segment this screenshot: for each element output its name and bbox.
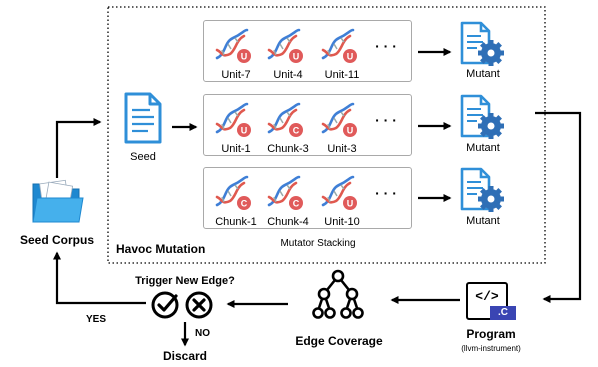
badge-icon [289, 196, 303, 210]
check-circle-icon [151, 291, 179, 319]
seed-document-icon [124, 92, 162, 144]
mutant-gear-document-icon [460, 167, 506, 214]
havoc-mutation-box [107, 6, 546, 264]
svg-text:U: U [347, 199, 354, 209]
mutator-unit: U Unit-7 [212, 26, 260, 81]
ellipsis: · · · [375, 38, 397, 54]
unit-label: Chunk-1 [215, 216, 257, 228]
folder-icon [32, 179, 84, 223]
cross-circle-icon [185, 291, 213, 319]
badge-icon [237, 196, 251, 210]
mutator-unit: U Unit-11 [318, 26, 366, 81]
mutator-unit: U Unit-3 [318, 100, 366, 155]
mutator-unit: C Chunk-1 [212, 173, 260, 228]
badge-icon [343, 123, 357, 137]
corpus-to-seed-arrow [55, 118, 102, 178]
unit-label: Chunk-3 [267, 143, 309, 155]
unit-label: Chunk-4 [267, 216, 309, 228]
seed-corpus-label: Seed Corpus [19, 233, 94, 247]
dna-icon: U [215, 28, 251, 63]
yes-to-corpus-arrow [53, 251, 146, 305]
mutant-gear-document-icon [460, 21, 506, 68]
badge-icon [289, 123, 303, 137]
dna-icon: U [267, 28, 303, 63]
havoc-mutation-label: Havoc Mutation [116, 242, 206, 256]
discard-label: Discard [162, 349, 208, 363]
unit-label: Unit-7 [221, 69, 251, 81]
dna-icon: U [321, 102, 357, 137]
unit-label: Unit-1 [221, 143, 251, 155]
unit-label: Unit-4 [273, 69, 303, 81]
mutation-row [203, 94, 412, 156]
dna-icon: C [267, 175, 303, 210]
svg-text:U: U [241, 126, 248, 136]
program-label: Program [466, 327, 516, 341]
dna-icon: C [215, 175, 251, 210]
mutator-unit: C Chunk-4 [264, 173, 312, 228]
svg-text:C: C [293, 199, 300, 209]
badge-icon [237, 49, 251, 63]
file-ext-badge: .C [490, 306, 516, 320]
mutator-unit: U Unit-4 [264, 26, 312, 81]
badge-icon [343, 196, 357, 210]
program-sublabel: (llvm-instrument) [461, 344, 521, 353]
dna-icon: U [321, 28, 357, 63]
svg-text:C: C [293, 126, 300, 136]
unit-label: Unit-10 [324, 216, 360, 228]
mutator-unit: U Unit-10 [318, 173, 366, 228]
mutation-row [203, 20, 412, 82]
mutator-stacking-label: Mutator Stacking [280, 238, 356, 249]
dna-icon: U [215, 102, 251, 137]
mutant-label: Mutant [466, 215, 500, 227]
mutator-unit: U Unit-1 [212, 100, 260, 155]
svg-text:U: U [241, 52, 248, 62]
no-label: NO [195, 328, 210, 339]
mutator-unit: C Chunk-3 [264, 100, 312, 155]
unit-label: Unit-3 [327, 143, 357, 155]
dna-icon: U [321, 175, 357, 210]
seed-label: Seed [130, 151, 156, 163]
ellipsis: · · · [375, 185, 397, 201]
tree-graph-icon [312, 269, 364, 319]
mutation-row [203, 167, 412, 229]
svg-text:C: C [241, 199, 248, 209]
yes-label: YES [85, 314, 106, 325]
badge-icon [343, 49, 357, 63]
ellipsis: · · · [375, 112, 397, 128]
svg-text:U: U [293, 52, 300, 62]
mutant-to-program-arrow [535, 111, 582, 303]
mutant-label: Mutant [466, 68, 500, 80]
badge-icon [237, 123, 251, 137]
code-glyph: </> [475, 289, 499, 304]
mutant-gear-document-icon [460, 94, 506, 141]
trigger-question-label: Trigger New Edge? [135, 275, 235, 287]
badge-icon [289, 49, 303, 63]
svg-text:U: U [347, 52, 354, 62]
edge-coverage-label: Edge Coverage [295, 334, 383, 348]
dna-icon: C [267, 102, 303, 137]
mutant-label: Mutant [466, 142, 500, 154]
unit-label: Unit-11 [324, 69, 360, 81]
svg-text:U: U [347, 126, 354, 136]
